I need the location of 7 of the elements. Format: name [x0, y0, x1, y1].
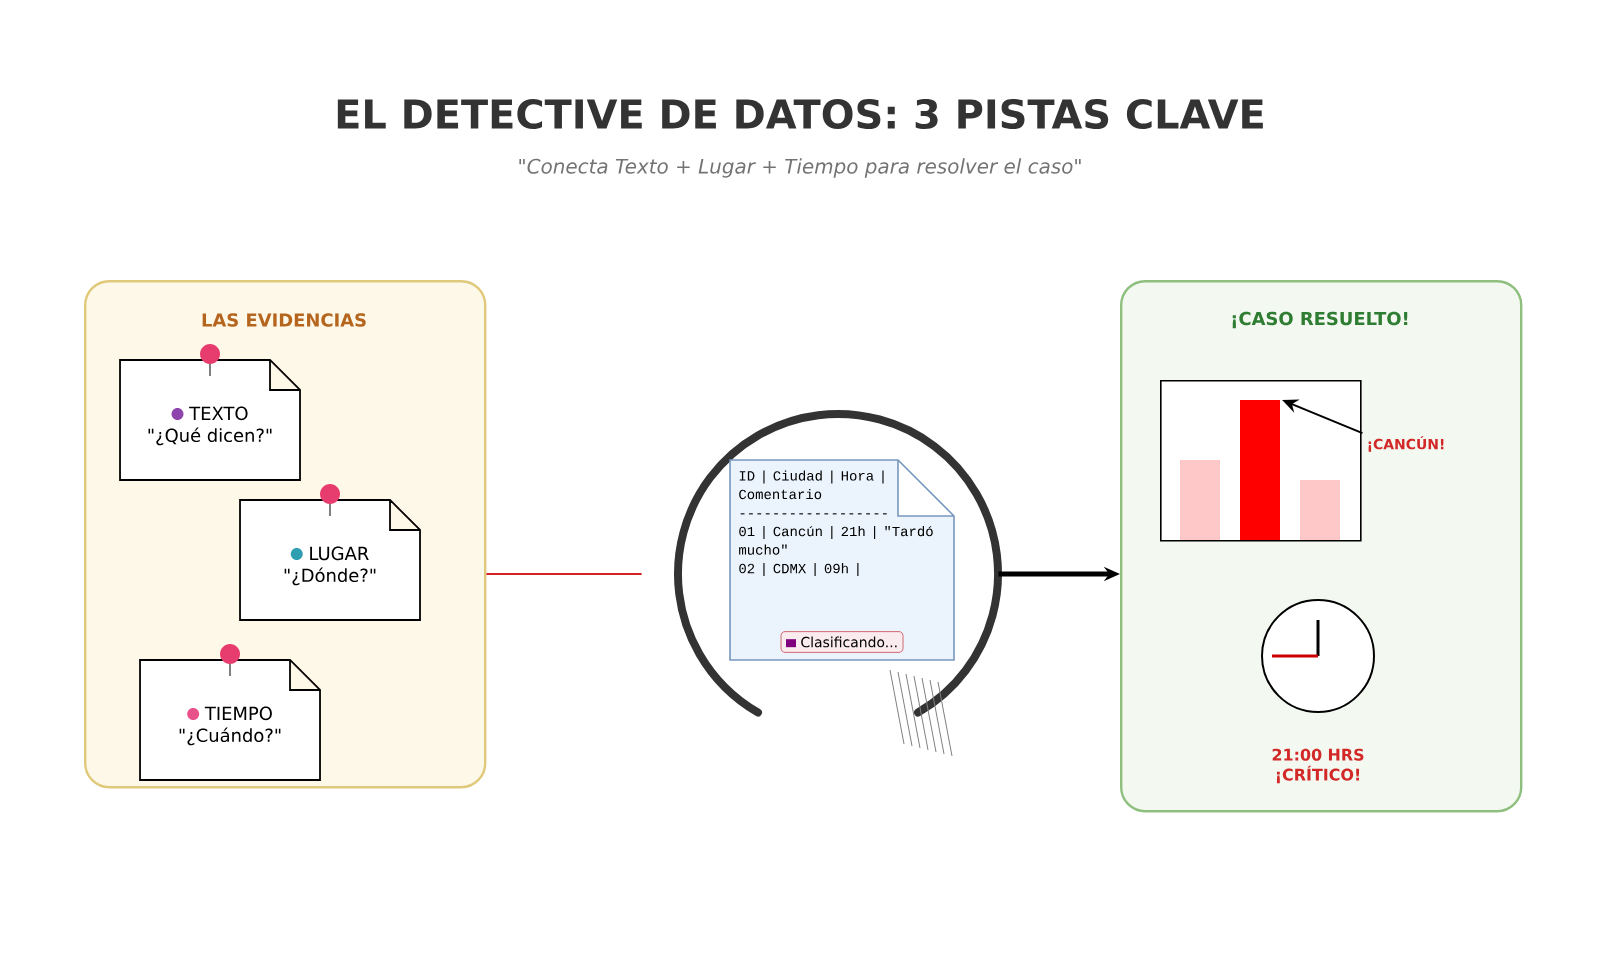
magnifier-drawing	[674, 409, 1002, 757]
bar-chart-drawing	[1160, 380, 1362, 542]
sticky-note: TEXTO "¿Qué dicen?"	[119, 359, 301, 481]
subtitle: "Conecta Texto + Lugar + Tiempo para resolver el caso"	[519, 158, 1081, 178]
sticky-note: TIEMPO "¿Cuándo?"	[139, 659, 321, 781]
title: EL DETECTIVE DE DATOS: 3 PISTAS CLAVE	[337, 98, 1263, 130]
sticky-note: LUGAR "¿Dónde?"	[239, 499, 421, 621]
